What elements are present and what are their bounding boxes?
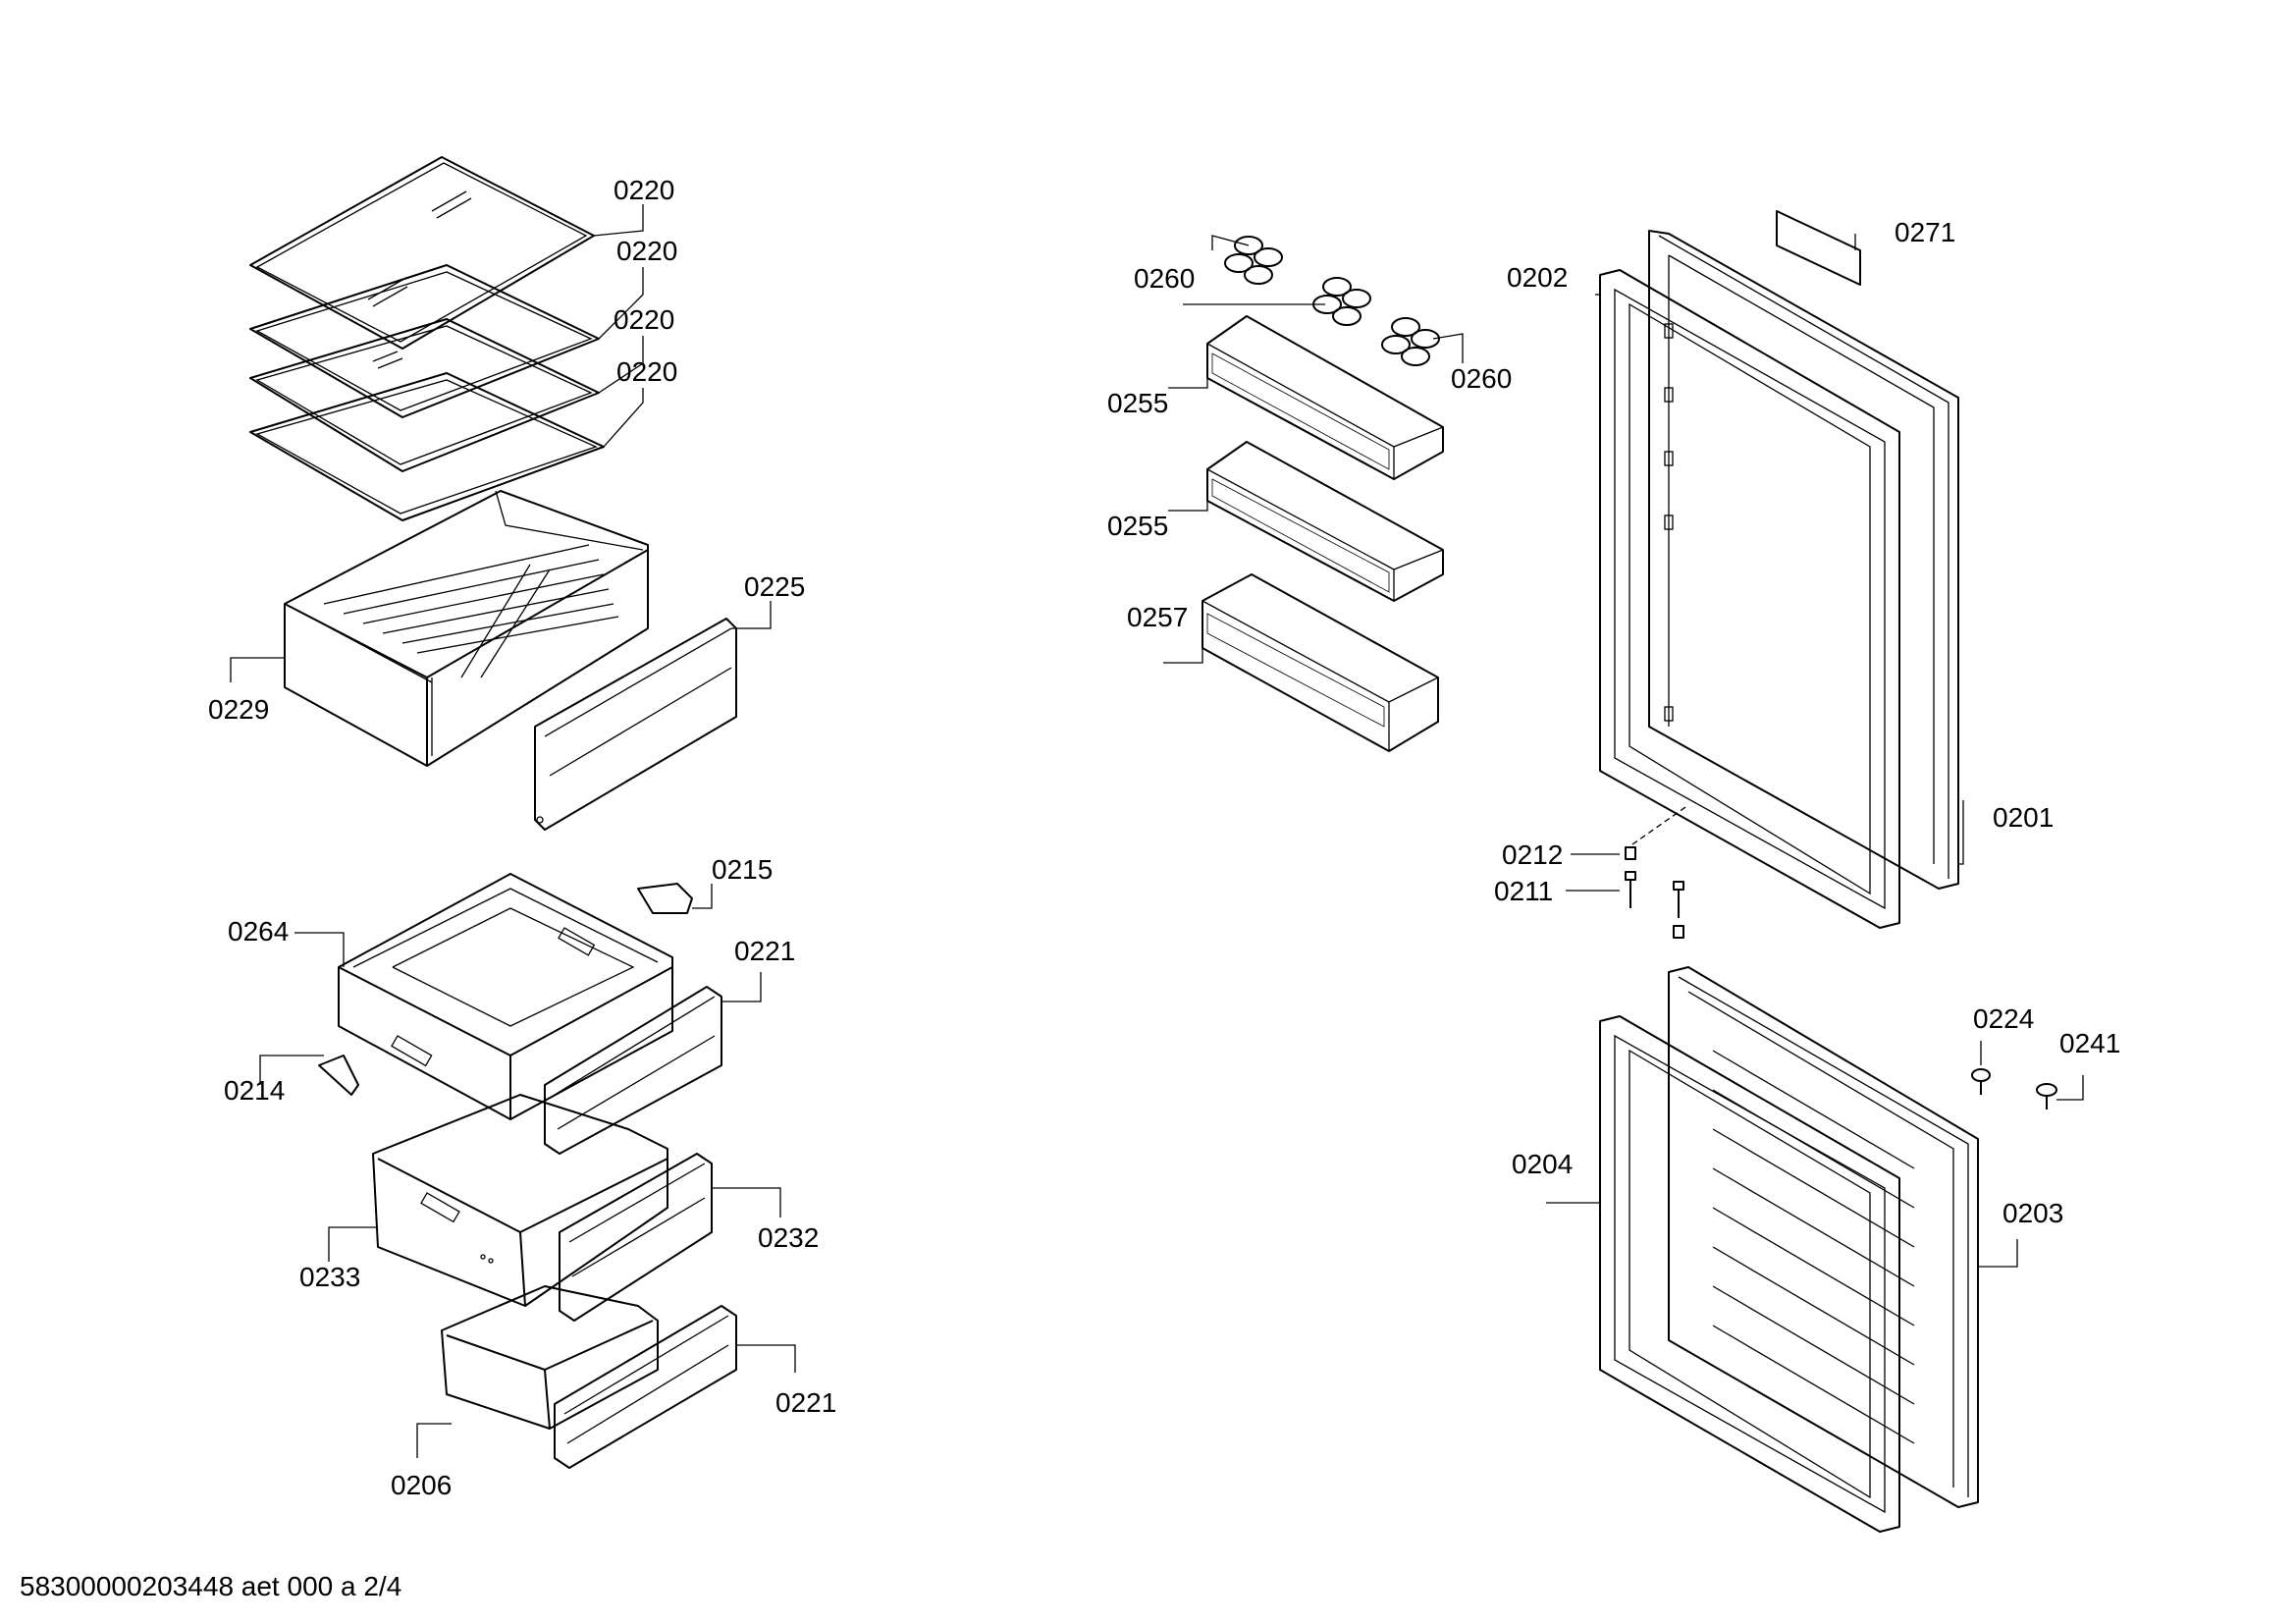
label-0201: 0201 [1993,802,2054,833]
label-0212: 0212 [1502,839,1563,870]
label-0204: 0204 [1512,1149,1573,1179]
drawer-front-mid [559,1153,713,1322]
label-0220-d: 0220 [616,356,677,387]
label-0233: 0233 [299,1262,360,1292]
label-0260-a: 0260 [1134,263,1195,294]
decor-strip [1776,210,1861,286]
glass-shelf-3 [249,318,600,472]
bottle-shelf [1201,573,1439,752]
label-0241: 0241 [2059,1028,2120,1058]
leader-lines [230,204,2084,1458]
fridge-door-seal [1599,269,1900,929]
clip-0215 [637,883,693,914]
label-0220-a: 0220 [614,175,674,205]
drawer-front-top [544,986,722,1155]
part-labels: 0220 0220 0220 0220 0225 0229 0215 0264 … [208,175,2120,1500]
document-reference: 58300000203448 aet 000 a 2/4 [20,1571,401,1601]
crisper-drawer [284,490,649,767]
freezer-drawer-mid [372,1094,668,1307]
loose-screw [1673,881,1684,939]
crisper-cover [534,618,737,831]
label-0271: 0271 [1895,217,1955,247]
label-0224: 0224 [1973,1003,2034,1034]
door-shelf-2 [1206,441,1444,602]
label-0203: 0203 [2002,1198,2063,1228]
label-0255-a: 0255 [1107,388,1168,418]
glass-shelf-1 [249,156,595,350]
label-0225: 0225 [744,571,805,602]
fridge-door [1648,230,1959,890]
screw-0211 [1625,871,1636,908]
label-0206: 0206 [391,1470,452,1500]
label-0221-a: 0221 [734,936,795,966]
freezer-drawer-bottom [441,1285,659,1430]
label-0215: 0215 [712,854,773,885]
label-0220-b: 0220 [616,236,677,266]
glass-shelf-4 [249,372,605,521]
label-0214: 0214 [224,1075,285,1106]
egg-tray-top-2 [1312,277,1371,326]
label-0232: 0232 [758,1222,819,1253]
nut-0212 [1625,846,1636,860]
label-0221-b: 0221 [775,1387,836,1418]
freezer-door-seal [1599,1015,1900,1533]
label-0264: 0264 [228,916,289,947]
label-0255-b: 0255 [1107,511,1168,541]
label-0229: 0229 [208,694,269,725]
egg-tray-right [1381,317,1440,366]
freezer-drawer-top [338,873,673,1120]
label-0202: 0202 [1507,262,1568,293]
hinge-bolt-0241 [2036,1083,2057,1110]
label-0260-b: 0260 [1451,363,1512,394]
drawer-front-bottom [554,1305,737,1469]
drawer-clip-0214 [318,1055,359,1096]
hinge-pin-0224 [1971,1068,1991,1095]
freezer-door-ribs [1712,1050,1915,1444]
label-0220-c: 0220 [614,304,674,335]
label-0257: 0257 [1127,602,1188,632]
label-0211: 0211 [1494,876,1553,906]
glass-shelf-2 [249,264,600,418]
freezer-door [1668,966,1979,1508]
egg-tray-top-1 [1224,236,1283,285]
